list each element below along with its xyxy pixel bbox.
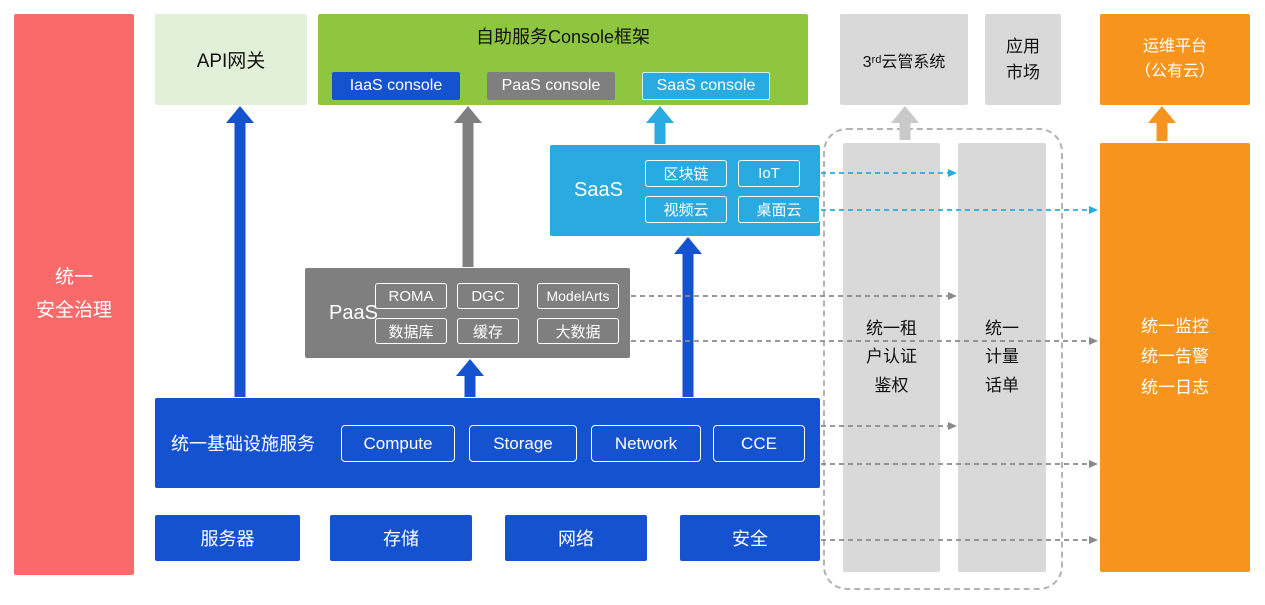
paas-item-label: 大数据 xyxy=(555,323,601,341)
infrastructure-bar: 统一基础设施服务 Compute Storage Network CCE xyxy=(155,398,820,488)
saas-item-label: IoT xyxy=(758,165,780,182)
paas-item-label: 数据库 xyxy=(388,323,434,341)
infra-item-label: Compute xyxy=(363,433,433,453)
infra-item-label: Network xyxy=(614,433,678,453)
shared-services-dashed-frame xyxy=(823,128,1063,590)
paas-label: PaaS xyxy=(329,301,378,324)
infra-item-storage: Storage xyxy=(469,425,577,462)
third-party-cloud-box: 3ʳᵈ云管系统 xyxy=(840,14,968,105)
saas-box: SaaS 区块链 IoT 视频云 桌面云 xyxy=(550,145,820,236)
tenant-auth-label: 统一租 户认证 鉴权 xyxy=(866,319,917,395)
monitoring-bar: 统一监控 统一告警 统一日志 xyxy=(1100,143,1250,572)
hardware-box-server: 服务器 xyxy=(155,515,300,561)
paas-console-chip: PaaS console xyxy=(487,72,615,100)
saas-item-label: 区块链 xyxy=(663,166,709,183)
iaas-console-chip: IaaS console xyxy=(332,72,460,100)
iaas-console-label: IaaS console xyxy=(349,77,443,94)
hardware-box-network: 网络 xyxy=(505,515,647,561)
infra-item-cce: CCE xyxy=(713,425,805,462)
infra-item-compute: Compute xyxy=(341,425,455,462)
hardware-label: 服务器 xyxy=(200,529,255,549)
paas-item-dgc: DGC xyxy=(457,283,519,309)
metering-label: 统一 计量 话单 xyxy=(985,319,1019,395)
saas-item-video-cloud: 视频云 xyxy=(645,196,727,223)
paas-console-label: PaaS console xyxy=(501,77,601,94)
saas-item-iot: IoT xyxy=(738,160,800,187)
tenant-auth-bar: 统一租 户认证 鉴权 xyxy=(843,143,940,572)
third-party-cloud-label: 3ʳᵈ云管系统 xyxy=(862,53,946,71)
paas-item-label: ROMA xyxy=(388,287,434,305)
saas-console-chip: SaaS console xyxy=(642,72,770,100)
security-governance-label: 统一 安全治理 xyxy=(35,267,112,321)
ops-platform-box: 运维平台 （公有云） xyxy=(1100,14,1250,105)
saas-item-blockchain: 区块链 xyxy=(645,160,727,187)
saas-label: SaaS xyxy=(574,179,623,201)
saas-item-label: 视频云 xyxy=(663,202,709,219)
hardware-label: 安全 xyxy=(732,529,768,549)
infra-item-label: CCE xyxy=(741,433,777,453)
saas-console-label: SaaS console xyxy=(656,77,756,94)
console-framework-title: 自助服务Console框架 xyxy=(475,27,651,47)
paas-item-label: DGC xyxy=(471,287,505,305)
paas-box: PaaS ROMA DGC ModelArts 数据库 缓存 大数据 xyxy=(305,268,630,358)
hardware-label: 存储 xyxy=(383,529,419,549)
infra-item-network: Network xyxy=(591,425,701,462)
paas-item-bigdata: 大数据 xyxy=(537,318,619,344)
infrastructure-label: 统一基础设施服务 xyxy=(171,434,315,454)
saas-item-desktop-cloud: 桌面云 xyxy=(738,196,820,223)
paas-item-roma: ROMA xyxy=(375,283,447,309)
metering-bar: 统一 计量 话单 xyxy=(958,143,1046,572)
hardware-label: 网络 xyxy=(558,529,594,549)
hardware-box-storage: 存储 xyxy=(330,515,472,561)
paas-item-cache: 缓存 xyxy=(457,318,519,344)
saas-item-label: 桌面云 xyxy=(756,202,802,219)
app-market-label: 应用 市场 xyxy=(1006,37,1040,82)
ops-platform-label: 运维平台 （公有云） xyxy=(1134,37,1215,80)
infra-item-label: Storage xyxy=(493,433,553,453)
security-governance-bar: 统一 安全治理 xyxy=(14,14,134,575)
paas-item-database: 数据库 xyxy=(375,318,447,344)
paas-item-label: 缓存 xyxy=(472,323,503,341)
paas-item-label: ModelArts xyxy=(546,288,610,304)
paas-item-modelarts: ModelArts xyxy=(537,283,619,309)
console-framework-box: 自助服务Console框架 IaaS console PaaS console … xyxy=(318,14,808,105)
monitoring-label: 统一监控 统一告警 统一日志 xyxy=(1141,316,1209,397)
hardware-box-security: 安全 xyxy=(680,515,820,561)
api-gateway-box: API网关 xyxy=(155,14,307,105)
app-market-box: 应用 市场 xyxy=(985,14,1061,105)
api-gateway-label: API网关 xyxy=(196,51,266,72)
